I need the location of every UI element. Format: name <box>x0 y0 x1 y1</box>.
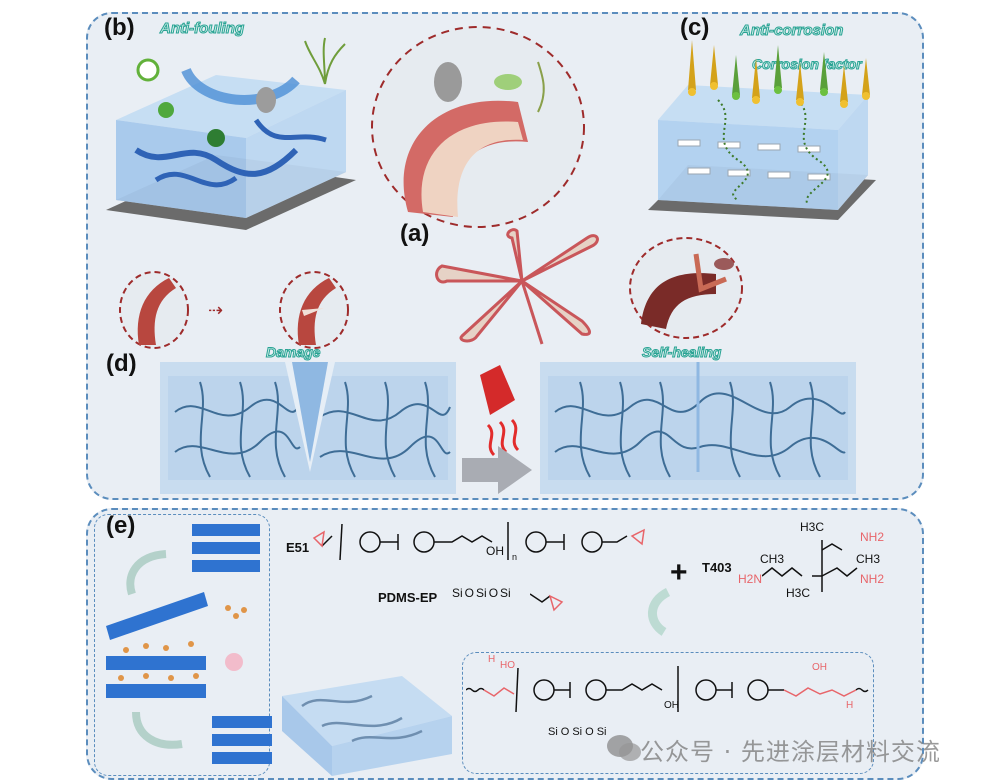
panel-label-e: (e) <box>106 512 136 539</box>
starfish-arm-closeup <box>371 26 585 228</box>
watermark-text: 公众号 · 先进涂层材料交流 <box>640 738 941 766</box>
cured-oh-middle: OH <box>664 700 679 711</box>
antifouling-coating-illustration <box>106 67 356 230</box>
t403-h3c-bottom: H3C <box>786 586 811 600</box>
t403-h3c-top: H3C <box>800 520 825 534</box>
t403-h2n: H2N <box>738 572 763 586</box>
t403-structure <box>762 540 858 592</box>
o-atom-2: O <box>488 586 499 600</box>
process-arrow-icon <box>462 446 532 494</box>
arm-before-damage-closeup <box>119 271 189 349</box>
cured-ho-left: HO <box>500 660 515 671</box>
panel-e-inner-frame <box>94 514 270 776</box>
panel-label-b: (b) <box>104 14 135 41</box>
cured-h-left: H <box>488 654 496 665</box>
si-atom-3: Si <box>500 586 511 600</box>
t403-label: T403 <box>702 560 732 575</box>
pdms-epoxide-group <box>530 593 564 612</box>
light-irradiation-icon <box>480 365 520 457</box>
si-atom-1: Si <box>452 586 463 600</box>
cured-si-2: Si <box>572 726 583 738</box>
starfish-icon <box>435 228 599 345</box>
anticorrosion-title: Anti-corrosion <box>739 22 844 40</box>
damaged-network-coating <box>160 362 456 494</box>
cured-o-1: O <box>560 726 570 738</box>
plus-sign: + <box>670 556 688 589</box>
wechat-icon <box>607 735 641 761</box>
antifouling-title: Anti-fouling <box>159 20 245 38</box>
t403-ch3-left: CH3 <box>760 552 785 566</box>
self-healing-caption: Self-healing <box>641 344 722 361</box>
cured-o-2: O <box>585 726 594 738</box>
panel-label-d: (d) <box>106 350 137 377</box>
e51-repeat-n: n <box>512 552 518 562</box>
e51-oh-label: OH <box>486 544 504 558</box>
cured-epoxy-structure <box>466 666 869 713</box>
t403-nh2-top: NH2 <box>860 530 885 544</box>
cured-si-3: Si <box>596 726 607 738</box>
panel-label-c: (c) <box>680 14 710 41</box>
damage-caption: Damage <box>265 344 321 361</box>
seaweed-icon <box>304 37 346 85</box>
corrosion-factor-spikes <box>688 40 870 108</box>
cured-h-right: H <box>846 700 854 711</box>
t403-nh2-right: NH2 <box>860 572 885 586</box>
si-atom-2: Si <box>476 586 487 600</box>
transition-arrow-icon: ⇢ <box>208 300 224 320</box>
coating-block-illustration <box>282 676 452 776</box>
cured-oh-right: OH <box>812 662 827 673</box>
e51-structure <box>312 522 645 561</box>
t403-ch3-right: CH3 <box>856 552 881 566</box>
arm-antifouling-closeup <box>629 237 743 339</box>
e51-label: E51 <box>286 540 310 555</box>
pdms-ep-label: PDMS-EP <box>378 590 438 605</box>
cured-si-1: Si <box>548 726 558 738</box>
arm-damaged-closeup <box>279 271 349 349</box>
healed-network-coating <box>540 362 856 494</box>
layered-nanosheet-illustration <box>106 524 272 764</box>
o-atom-1: O <box>464 586 475 600</box>
bacteria-icon <box>136 58 160 82</box>
anticorrosion-coating-illustration <box>648 85 876 220</box>
cured-network-frame <box>462 652 874 774</box>
reaction-arrow-icon <box>648 588 671 636</box>
panel-label-a: (a) <box>400 220 430 247</box>
